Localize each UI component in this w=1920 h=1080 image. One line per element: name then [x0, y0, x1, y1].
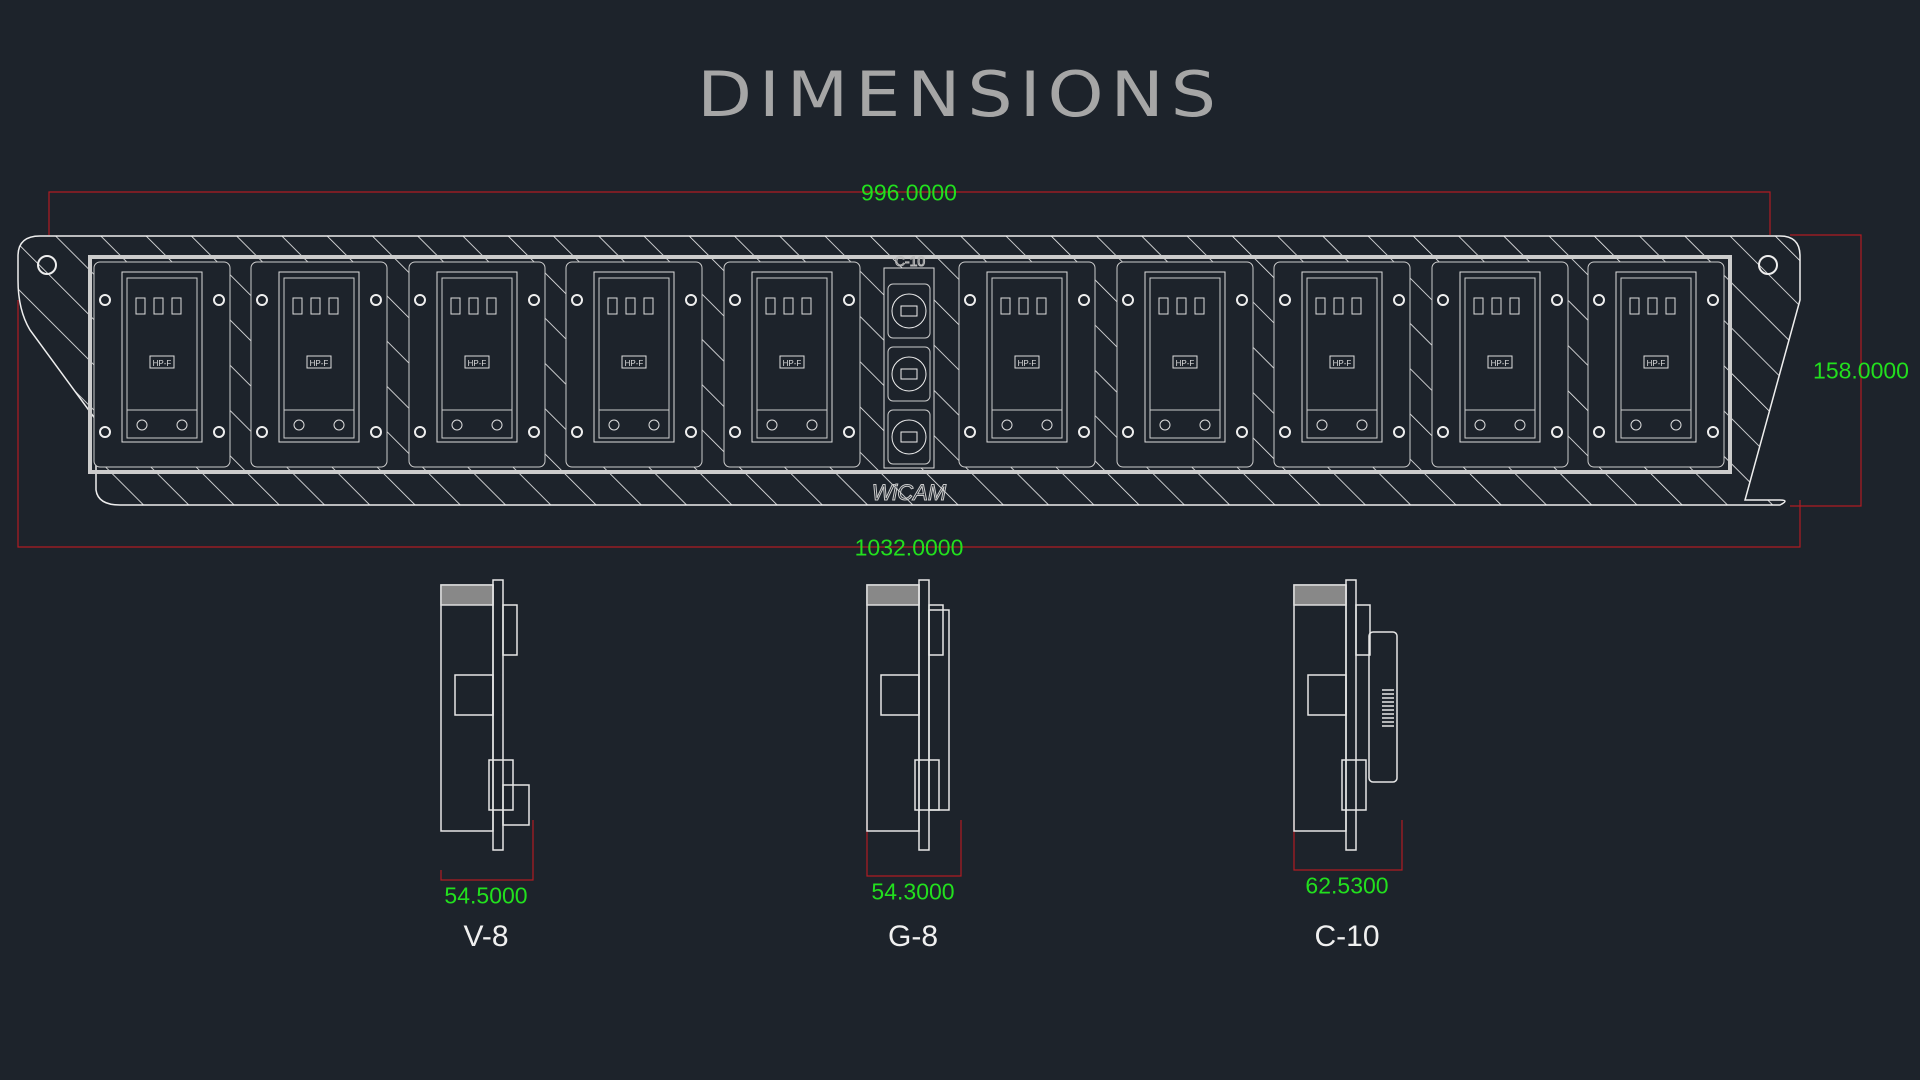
battery-module: HP-F: [1273, 261, 1411, 468]
module-label: HP-F: [310, 359, 329, 368]
module-label: HP-F: [625, 359, 644, 368]
module-label: HP-F: [1018, 359, 1037, 368]
side-view-v-8: [440, 579, 530, 851]
battery-module: HP-F: [93, 261, 231, 468]
dimension-depth-v8: 54.5000: [444, 882, 528, 909]
battery-module: HP-F: [250, 261, 388, 468]
usb-port: [887, 283, 931, 339]
dimension-width-overall: 1032.0000: [854, 534, 964, 561]
battery-module: HP-F: [565, 261, 703, 468]
dimension-depth-c10: 62.5300: [1305, 872, 1389, 899]
module-label: HP-F: [1176, 359, 1195, 368]
center-model-label: C-10: [895, 253, 926, 269]
battery-module: HP-F: [723, 261, 861, 468]
module-label: HP-F: [1491, 359, 1510, 368]
module-label: HP-F: [783, 359, 802, 368]
module-label: HP-F: [1333, 359, 1352, 368]
dimension-depth-g8: 54.3000: [871, 878, 955, 905]
module-label: HP-F: [1647, 359, 1666, 368]
dimension-width-inner: 996.0000: [861, 179, 957, 206]
side-view-c-10: [1293, 579, 1398, 851]
side-view-label-v8: V-8: [463, 920, 509, 953]
battery-module: HP-F: [1587, 261, 1725, 468]
module-label: HP-F: [153, 359, 172, 368]
dimension-lines: [17, 191, 1862, 881]
side-view-g-8: [866, 579, 950, 851]
page-title: DIMENSIONS: [697, 58, 1223, 131]
module-label: HP-F: [468, 359, 487, 368]
side-views: [440, 579, 1398, 851]
enclosure-front-view: HP-F HP-F HP-F HP-F HP-F HP-F HP-F HP-F HP-F HP-F…: [17, 235, 1801, 506]
usb-port: [887, 346, 931, 402]
side-view-label-g8: G-8: [887, 920, 939, 953]
usb-panel: [883, 267, 935, 469]
battery-module: HP-F: [1116, 261, 1254, 468]
usb-port: [887, 409, 931, 465]
brand-logo: WiCAM: [872, 480, 947, 505]
battery-module: HP-F: [1431, 261, 1569, 468]
battery-module: HP-F: [408, 261, 546, 468]
side-view-label-c10: C-10: [1314, 920, 1380, 953]
dimension-height: 158.0000: [1813, 357, 1909, 384]
battery-module: HP-F: [958, 261, 1096, 468]
